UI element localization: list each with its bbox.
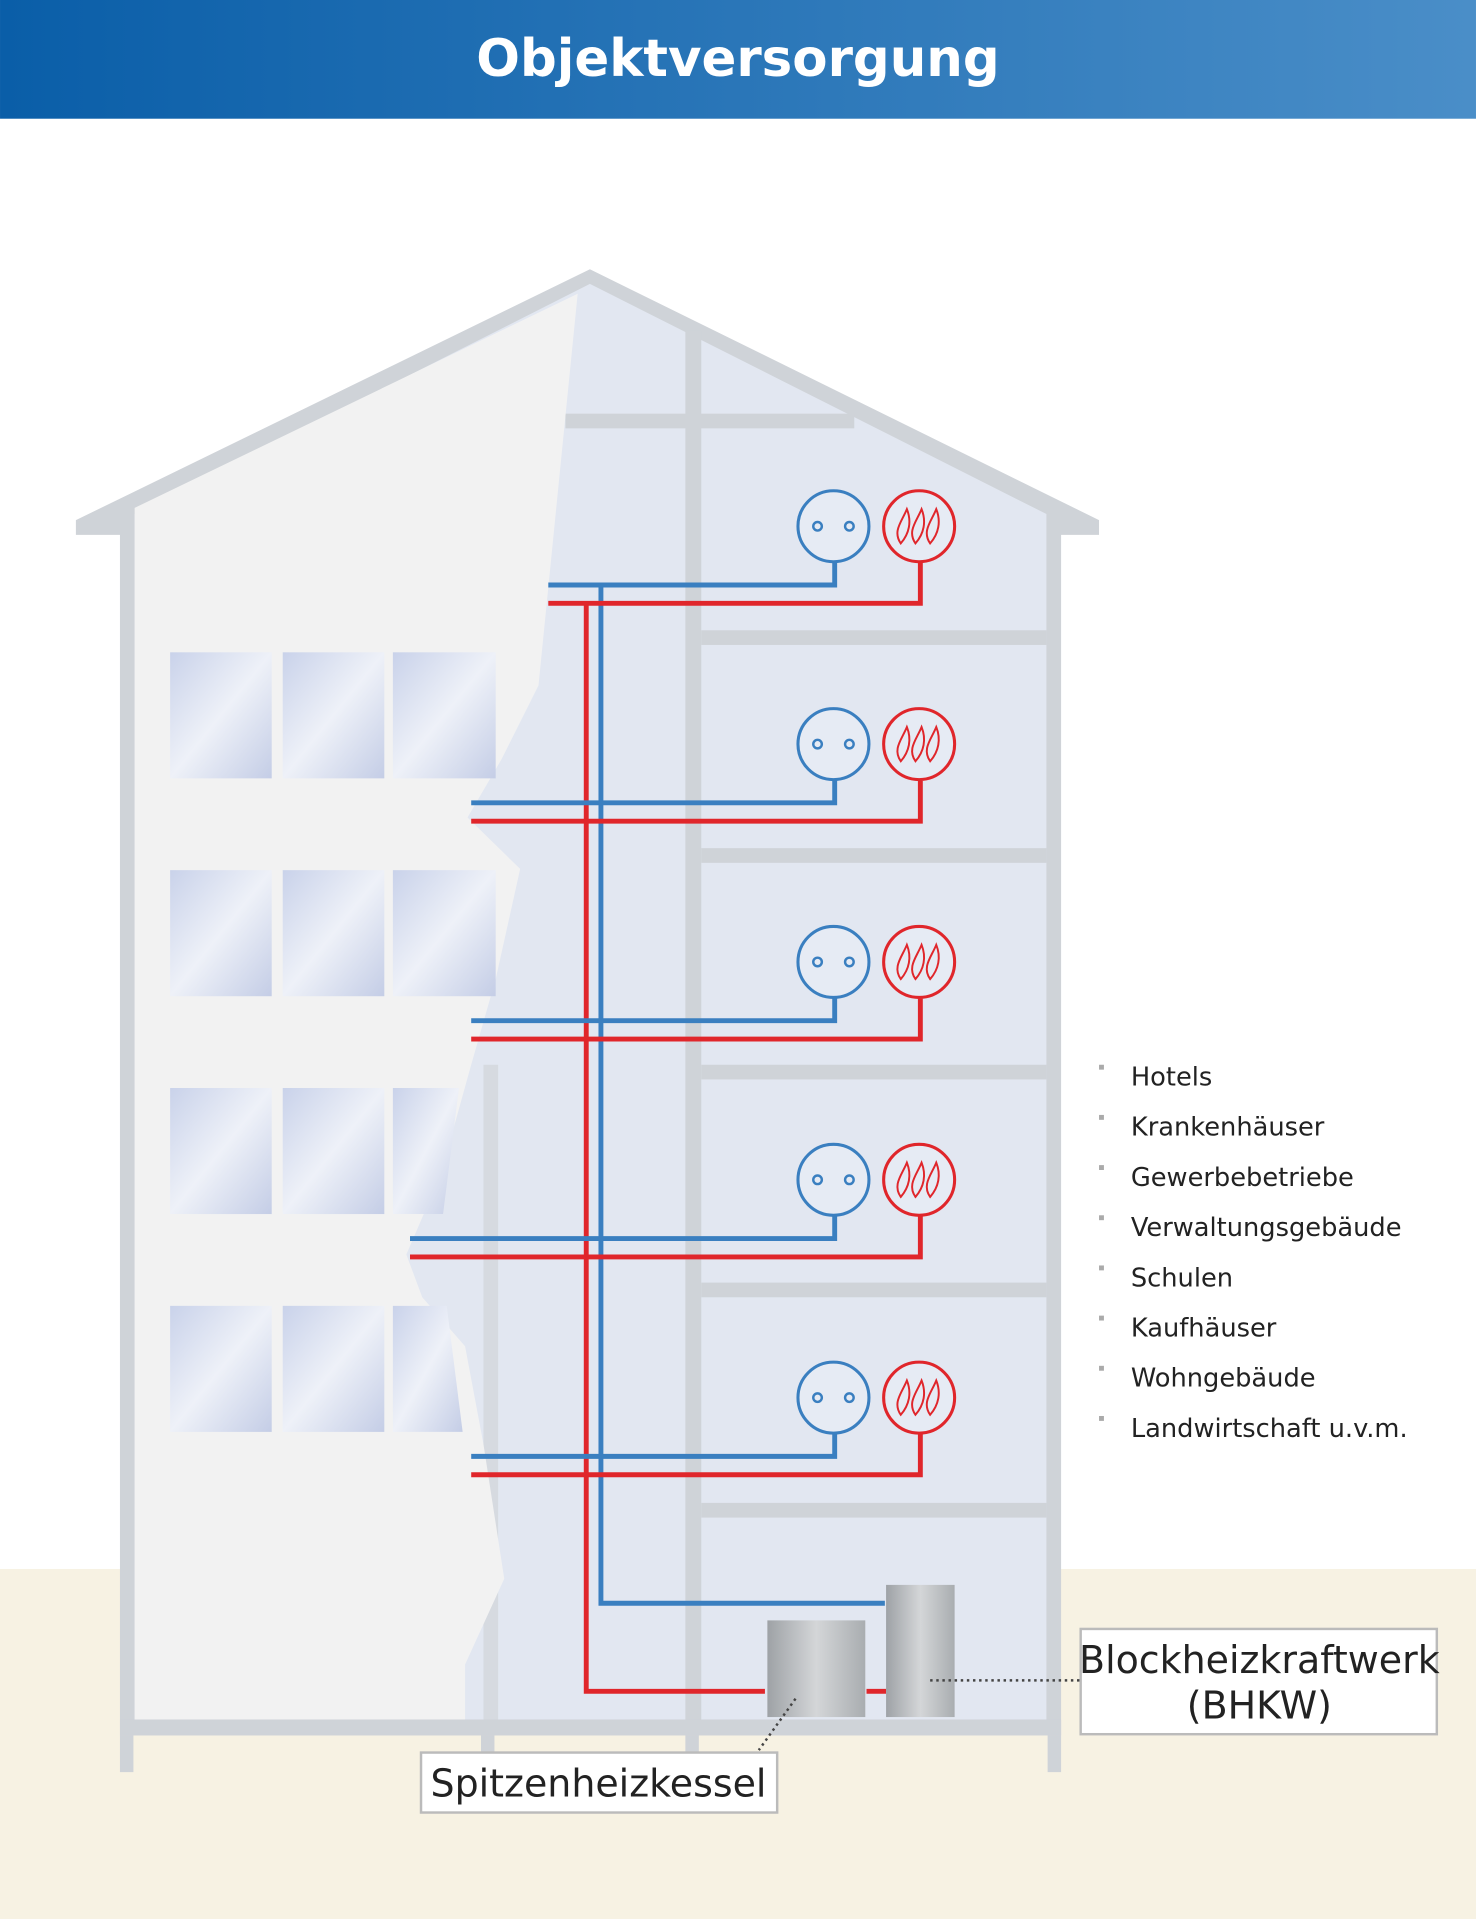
socket-icon: [796, 1360, 871, 1435]
socket-icon: [796, 707, 871, 782]
building-type-item: Krankenhäuser: [1131, 1113, 1325, 1143]
chp-text-2: (BHKW): [1187, 1683, 1332, 1727]
header-bar: [0, 0, 1476, 119]
floor-2: [471, 707, 957, 824]
building-type-item: Schulen: [1131, 1263, 1233, 1293]
peak-boiler-text: Spitzenheizkessel: [431, 1762, 767, 1806]
heat-riser: [583, 603, 765, 1694]
chp-unit: [886, 1584, 955, 1718]
building-type-list: HotelsKrankenhäuserGewerbebetriebeVerwal…: [1099, 1063, 1408, 1444]
heat-branch: [471, 780, 923, 824]
power-riser: [598, 585, 885, 1606]
floor-1: [548, 489, 957, 606]
heat-icon: [882, 1142, 957, 1217]
chp-text-1: Blockheizkraftwerk: [1079, 1638, 1440, 1682]
floor-4: [410, 1142, 957, 1260]
socket-icon: [796, 924, 871, 999]
power-branch: [471, 1433, 838, 1459]
bullet-icon: [1099, 1415, 1104, 1421]
heat-icon: [882, 489, 957, 564]
power-branch: [471, 997, 838, 1024]
floor-3: [471, 924, 957, 1042]
peak-boiler-unit: [767, 1620, 866, 1718]
bullet-icon: [1099, 1365, 1104, 1371]
building-type-item: Wohngebäude: [1131, 1364, 1316, 1394]
bullet-icon: [1099, 1165, 1104, 1171]
chp-label: Blockheizkraftwerk (BHKW): [1079, 1627, 1440, 1736]
bullet-icon: [1099, 1064, 1104, 1070]
power-branch: [548, 561, 838, 588]
heat-branch: [548, 562, 923, 606]
building-type-item: Gewerbebetriebe: [1131, 1163, 1354, 1193]
heat-branch: [410, 1216, 923, 1260]
bullet-icon: [1099, 1215, 1104, 1221]
peak-boiler-label: Spitzenheizkessel: [419, 1751, 779, 1814]
building-type-item: Verwaltungsgebäude: [1131, 1213, 1402, 1243]
heat-icon: [882, 924, 957, 999]
socket-icon: [796, 489, 871, 564]
power-branch: [410, 1215, 838, 1241]
heat-icon: [882, 707, 957, 782]
bullet-icon: [1099, 1315, 1104, 1321]
bullet-icon: [1099, 1114, 1104, 1120]
building-type-item: Hotels: [1131, 1063, 1212, 1093]
bullet-icon: [1099, 1265, 1104, 1271]
socket-icon: [796, 1142, 871, 1217]
building-type-item: Landwirtschaft u.v.m.: [1131, 1414, 1408, 1444]
facade: [134, 293, 578, 1720]
heat-branch: [471, 1434, 923, 1478]
building-type-item: Kaufhäuser: [1131, 1313, 1277, 1343]
power-branch: [471, 779, 838, 806]
heat-icon: [882, 1360, 957, 1435]
floor-5: [471, 1360, 957, 1478]
pipes: [583, 585, 887, 1694]
heat-branch: [471, 998, 923, 1042]
page-title: Objektversorgung: [476, 29, 999, 89]
